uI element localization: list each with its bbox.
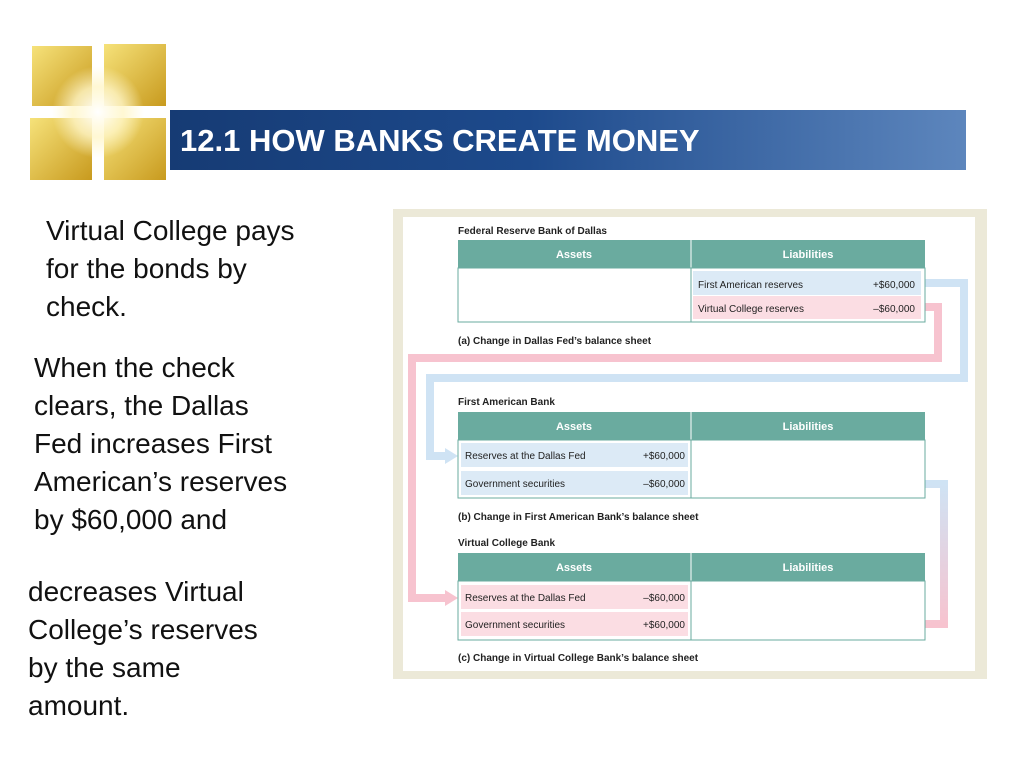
asset-value: +$60,000	[643, 451, 685, 462]
paragraph-line: for the bonds by	[46, 253, 247, 284]
paragraph-line: Fed increases First	[34, 428, 273, 459]
liability-label: Virtual College reserves	[698, 304, 804, 315]
assets-header: Assets	[556, 249, 592, 261]
liability-row-highlight	[693, 296, 921, 319]
paragraph-2: When the check clears, the Dallas Fed in…	[34, 349, 287, 539]
paragraph-line: College’s reserves	[28, 614, 258, 645]
assets-header: Assets	[556, 421, 592, 433]
liabilities-header: Liabilities	[783, 562, 834, 574]
paragraph-line: clears, the Dallas	[34, 390, 249, 421]
sheet-caption: (a) Change in Dallas Fed’s balance sheet	[458, 336, 652, 347]
asset-label: Government securities	[465, 620, 565, 631]
paragraph-3: decreases Virtual College’s reserves by …	[28, 573, 258, 725]
liability-label: First American reserves	[698, 280, 803, 291]
liabilities-header: Liabilities	[783, 421, 834, 433]
asset-label: Reserves at the Dallas Fed	[465, 593, 586, 604]
sheet-name: First American Bank	[458, 397, 555, 408]
sheet-name: Federal Reserve Bank of Dallas	[458, 226, 607, 237]
asset-value: +$60,000	[643, 620, 685, 631]
asset-label: Reserves at the Dallas Fed	[465, 451, 586, 462]
paragraph-line: decreases Virtual	[28, 576, 244, 607]
liability-value: +$60,000	[873, 280, 915, 291]
paragraph-line: by $60,000 and	[34, 504, 228, 535]
title-bar: 12.1 HOW BANKS CREATE MONEY	[170, 110, 966, 170]
sheet-name: Virtual College Bank	[458, 538, 556, 549]
asset-row-highlight	[461, 471, 688, 495]
sheet-caption: (b) Change in First American Bank’s bala…	[458, 512, 699, 523]
asset-row-highlight	[461, 585, 688, 609]
paragraph-line: check.	[46, 291, 127, 322]
slide-title: 12.1 HOW BANKS CREATE MONEY	[180, 123, 700, 158]
paragraph-line: amount.	[28, 690, 130, 721]
paragraph-1: Virtual College pays for the bonds by ch…	[46, 212, 295, 326]
asset-label: Government securities	[465, 479, 565, 490]
assets-header: Assets	[556, 562, 592, 574]
arrowhead-blue-1	[445, 448, 458, 464]
liability-row-highlight	[693, 271, 921, 295]
slide-logo	[30, 44, 166, 180]
asset-row-highlight	[461, 612, 688, 636]
paragraph-line: Virtual College pays	[46, 215, 295, 246]
sheet-caption: (c) Change in Virtual College Bank’s bal…	[458, 653, 699, 664]
arrowhead-pink-1	[445, 590, 458, 606]
asset-value: –$60,000	[643, 593, 685, 604]
paragraph-line: American’s reserves	[34, 466, 288, 497]
asset-value: –$60,000	[643, 479, 685, 490]
liability-value: –$60,000	[873, 304, 915, 315]
flow-arrow-pink-1	[408, 303, 942, 602]
flow-arrow-blue-1	[426, 279, 968, 460]
liabilities-header: Liabilities	[783, 249, 834, 261]
paragraph-line: When the check	[34, 352, 235, 383]
asset-row-highlight	[461, 443, 688, 467]
paragraph-line: by the same	[28, 652, 181, 683]
